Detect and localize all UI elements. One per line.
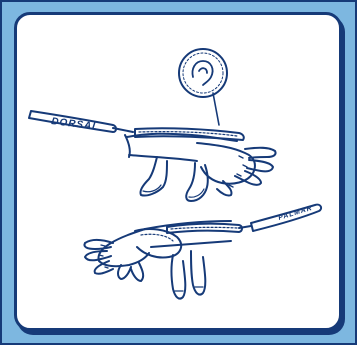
lower-finger-4 [118,265,131,279]
lower-thumb [131,263,143,281]
splint-illustration: DORSAL PALMAR [17,15,339,328]
upper-finger-2 [247,160,273,171]
lower-strap-1 [172,255,186,299]
dorsal-label: DORSAL [51,116,100,133]
lower-finger-3 [95,261,113,274]
lower-strap-2 [191,251,205,295]
magnifier-circle [179,49,227,97]
upper-strap-left [140,157,167,196]
upper-cuff [125,135,130,157]
lower-splint-bar [167,224,242,233]
magnified-hook-icon [192,61,212,85]
lower-wrap [135,229,181,258]
illustration-panel: DORSAL PALMAR [14,12,342,331]
